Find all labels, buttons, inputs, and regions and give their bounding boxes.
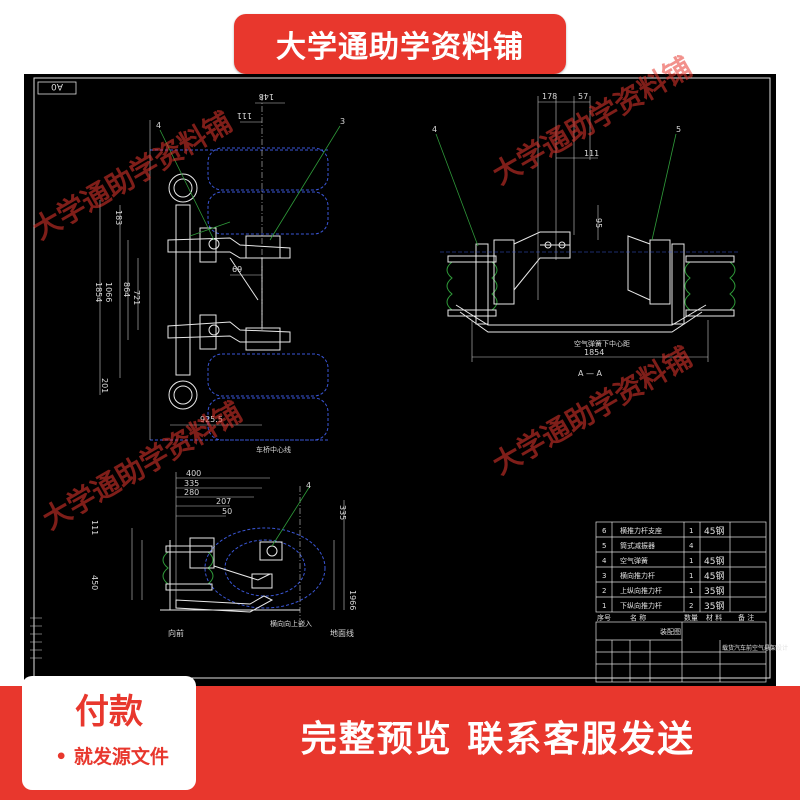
- section-view-leaders: [435, 133, 677, 247]
- table-header-qty: 数量: [684, 613, 698, 622]
- side-view: [160, 527, 326, 613]
- dim-50: 50: [222, 507, 232, 516]
- side-view-dims: [131, 472, 345, 620]
- table-header-material: 材 料: [706, 613, 722, 622]
- title-block-project: 载货汽车前空气悬架设计: [722, 644, 788, 652]
- table-row-qty: 4: [689, 542, 694, 550]
- dim-1966: 1966: [348, 590, 357, 610]
- section-view: [446, 231, 736, 333]
- label-side-view: 横向向上嵌入: [270, 619, 312, 628]
- pay-title: 付款: [75, 692, 143, 732]
- table-row-no: 1: [602, 602, 606, 610]
- dim-1854-right: 1854: [584, 348, 604, 357]
- side-view-leaders: [271, 485, 311, 547]
- dim-280: 280: [184, 488, 199, 497]
- leader-num-4b: 4: [432, 125, 437, 134]
- dim-1854: 1854: [94, 282, 103, 302]
- dim-864: 864: [122, 282, 131, 297]
- parts-table: [595, 521, 767, 683]
- dim-201: 201: [100, 378, 109, 393]
- cta-text: 完整预览 联系客服发送: [300, 719, 696, 760]
- sheet-size-box: [37, 81, 77, 95]
- dim-69: 69: [232, 265, 242, 274]
- dim-111-side: 111: [90, 520, 99, 535]
- leader-num-4: 4: [156, 121, 161, 130]
- dim-721: 721: [132, 290, 141, 305]
- label-axle-center: 车桥中心线: [256, 445, 291, 454]
- table-header-name: 名 称: [630, 613, 646, 622]
- label-ground: 地面线: [330, 628, 354, 638]
- dim-207: 207: [216, 497, 231, 506]
- dim-111: 111: [237, 111, 252, 120]
- table-row-name: 横推力杆支座: [620, 526, 662, 535]
- table-row-material: 45钢: [704, 570, 724, 582]
- table-row-no: 2: [602, 587, 606, 595]
- table-header-remark: 备 注: [738, 613, 754, 622]
- dim-57: 57: [578, 92, 588, 101]
- leader-num-4c: 4: [306, 481, 311, 490]
- table-row-qty: 2: [689, 602, 693, 610]
- table-header-no: 序号: [597, 613, 611, 622]
- section-mark: A — A: [578, 369, 603, 378]
- margin-marks: [30, 617, 42, 659]
- leader-num-3: 3: [340, 117, 345, 126]
- table-row-name: 下纵向推力杆: [620, 601, 662, 610]
- table-row-qty: 1: [689, 587, 693, 595]
- drawing-sheet: [24, 74, 776, 686]
- dim-335-side: 335: [338, 505, 347, 520]
- table-row-qty: 1: [689, 527, 693, 535]
- pay-card[interactable]: 付款 • 就发源文件: [22, 676, 196, 790]
- table-row-name: 横向推力杆: [620, 571, 655, 580]
- table-row-no: 6: [602, 527, 607, 535]
- leader-num-5: 5: [676, 125, 681, 134]
- table-row-name: 筒式减振器: [620, 541, 655, 550]
- dim-400: 400: [186, 469, 201, 478]
- plan-view-dims: [99, 95, 285, 440]
- table-row-material: 35钢: [704, 585, 724, 597]
- dim-178: 178: [542, 92, 557, 101]
- sheet-border: [33, 77, 771, 679]
- dim-925-5: 925.5: [200, 415, 223, 424]
- table-row-no: 4: [602, 557, 607, 565]
- label-forward: 向前: [168, 628, 184, 638]
- table-row-name: 空气弹簧: [620, 556, 648, 565]
- table-row-no: 3: [602, 572, 606, 580]
- plan-view: [150, 147, 330, 441]
- label-airbag-center: 空气弹簧下中心距: [574, 339, 630, 348]
- dim-148: 148: [259, 92, 274, 101]
- table-row-name: 上纵向推力杆: [620, 586, 662, 595]
- table-row-qty: 1: [689, 557, 693, 565]
- table-row-no: 5: [602, 542, 606, 550]
- dim-335: 335: [184, 479, 199, 488]
- dim-183: 183: [114, 210, 123, 225]
- dim-111-right: 111: [584, 149, 599, 158]
- table-row-qty: 1: [689, 572, 693, 580]
- table-row-material: 45钢: [704, 525, 724, 537]
- section-view-dims: [440, 96, 740, 362]
- dim-1066: 1066: [104, 282, 113, 302]
- pay-subtitle: • 就发源文件: [55, 746, 169, 768]
- dim-450: 450: [90, 575, 99, 590]
- plan-view-leaders: [159, 125, 341, 241]
- sheet-size-label: A0: [51, 81, 63, 91]
- table-row-material: 45钢: [704, 555, 724, 567]
- dim-95: 95: [594, 218, 603, 228]
- title-block-label: 装配图: [660, 627, 681, 636]
- shop-banner: 大学通助学资料铺: [234, 14, 566, 74]
- table-row-material: 35钢: [704, 600, 724, 612]
